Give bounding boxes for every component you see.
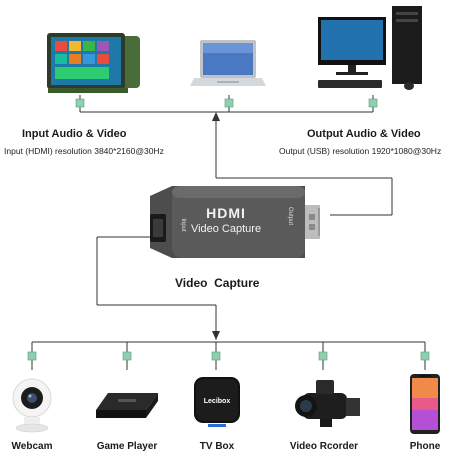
capture-brand: HDMI bbox=[206, 205, 246, 221]
input-detail: Input (HDMI) resolution 3840*2160@30Hz bbox=[4, 146, 164, 156]
desktop-pc-icon bbox=[318, 6, 422, 90]
webcam-icon bbox=[12, 378, 52, 433]
capture-name: Video Capture bbox=[191, 223, 261, 235]
capture-port-out: Output bbox=[287, 207, 293, 225]
device-label-video-recorder: Video Rcorder bbox=[289, 441, 359, 452]
output-title: Output Audio & Video bbox=[307, 128, 421, 140]
output-detail: Output (USB) resolution 1920*1080@30Hz bbox=[279, 146, 442, 156]
device-label-phone: Phone bbox=[409, 441, 441, 452]
capture-label: Video Capture bbox=[175, 276, 260, 290]
arrow-up-icon bbox=[212, 331, 220, 340]
tv-box-brand: Lecibox bbox=[204, 398, 231, 405]
phone-icon bbox=[410, 374, 440, 434]
connection-nodes bbox=[27, 98, 430, 361]
tablet-tv-icon bbox=[47, 33, 140, 93]
laptop-icon bbox=[190, 40, 266, 86]
device-label-game-player: Game Player bbox=[96, 441, 158, 452]
capture-device bbox=[150, 186, 320, 258]
camcorder-icon bbox=[295, 380, 360, 427]
game-player-icon bbox=[96, 393, 158, 418]
capture-port-in: Input bbox=[180, 218, 186, 232]
device-label-webcam: Webcam bbox=[11, 441, 53, 452]
tv-box-icon bbox=[194, 377, 240, 427]
arrow-up-icon bbox=[212, 112, 220, 121]
input-title: Input Audio & Video bbox=[22, 128, 127, 140]
device-label-tv-box: TV Box bbox=[199, 441, 235, 452]
